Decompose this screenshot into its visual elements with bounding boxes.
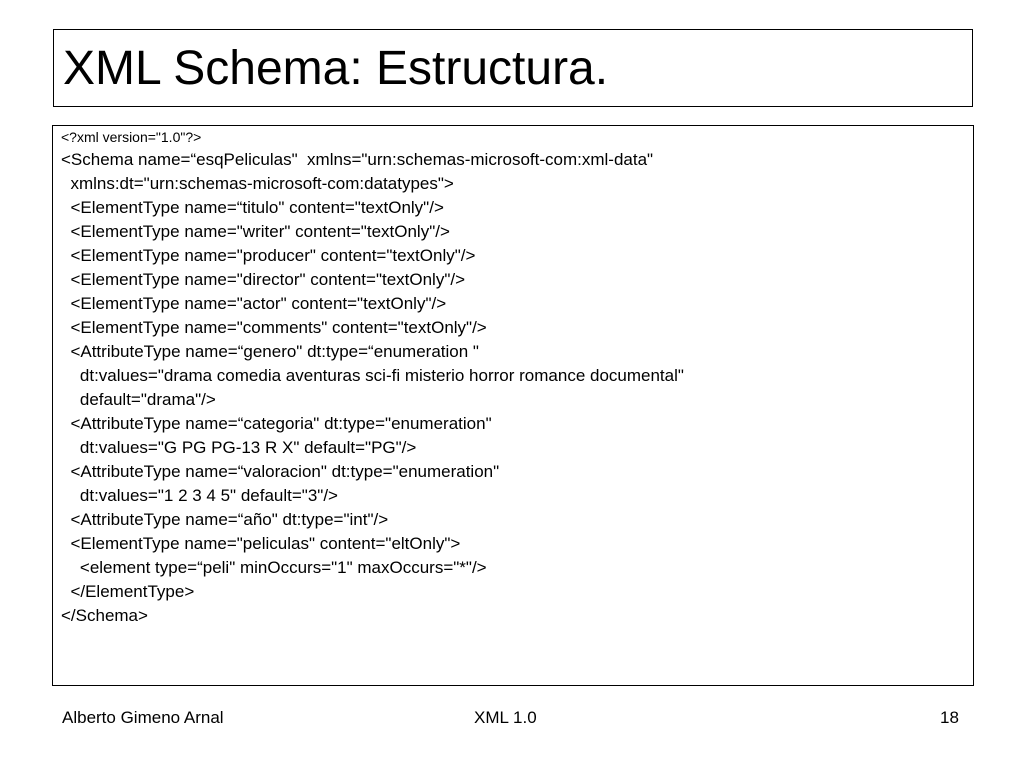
footer-author: Alberto Gimeno Arnal — [62, 708, 224, 727]
code-line: </ElementType> — [61, 582, 195, 601]
code-line: <element type=“peli" minOccurs="1" maxOc… — [61, 558, 487, 577]
code-line: <ElementType name="producer" content="te… — [61, 246, 476, 265]
slide-title: XML Schema: Estructura. — [63, 42, 609, 95]
code-line: <Schema name=“esqPeliculas" xmlns="urn:s… — [61, 150, 654, 169]
code-line: default="drama"/> — [61, 390, 216, 409]
code-line: dt:values="1 2 3 4 5" default="3"/> — [61, 486, 338, 505]
code-line: <?xml version="1.0"?> — [61, 129, 202, 145]
code-line: <ElementType name="comments" content="te… — [61, 318, 487, 337]
code-line: dt:values="G PG PG-13 R X" default="PG"/… — [61, 438, 417, 457]
code-line: <AttributeType name=“año" dt:type="int"/… — [61, 510, 389, 529]
code-line: <AttributeType name=“categoria" dt:type=… — [61, 414, 492, 433]
code-line: </Schema> — [61, 606, 148, 625]
code-line: dt:values="drama comedia aventuras sci-f… — [61, 366, 684, 385]
footer-page-number: 18 — [940, 708, 959, 727]
code-line: <ElementType name="peliculas" content="e… — [61, 534, 461, 553]
code-line: <ElementType name="director" content="te… — [61, 270, 466, 289]
code-line: <ElementType name="writer" content="text… — [61, 222, 450, 241]
code-line: <ElementType name=“titulo" content="text… — [61, 198, 444, 217]
code-line: xmlns:dt="urn:schemas-microsoft-com:data… — [61, 174, 454, 193]
code-line: <ElementType name="actor" content="textO… — [61, 294, 447, 313]
code-listing-box: <?xml version="1.0"?> <Schema name=“esqP… — [52, 125, 974, 686]
code-listing: <?xml version="1.0"?> <Schema name=“esqP… — [61, 128, 969, 628]
footer-course: XML 1.0 — [474, 708, 537, 727]
code-line: <AttributeType name=“genero" dt:type=“en… — [61, 342, 479, 361]
slide-title-box: XML Schema: Estructura. — [53, 29, 973, 107]
code-line: <AttributeType name=“valoracion" dt:type… — [61, 462, 500, 481]
